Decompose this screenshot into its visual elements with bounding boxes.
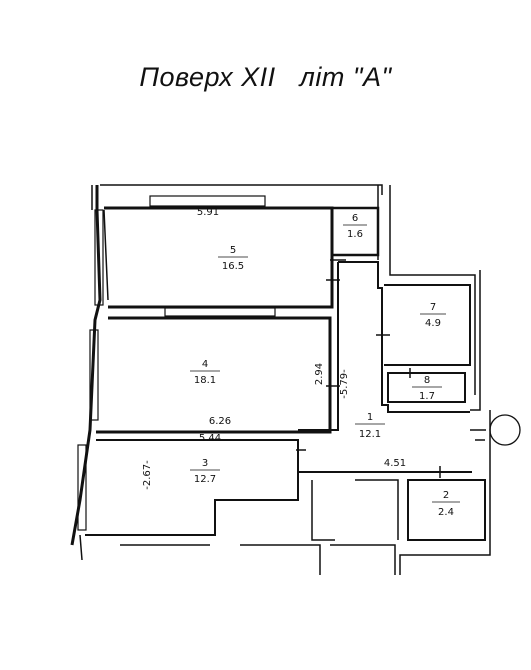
room-3-number: 3 <box>202 458 208 469</box>
corridor-width-dimension: 4.51 <box>384 458 406 469</box>
room-1-number: 1 <box>367 412 373 423</box>
room-1-area: 12.1 <box>359 429 381 440</box>
room-6-number: 6 <box>352 213 358 224</box>
room-7-area: 4.9 <box>425 318 441 329</box>
room-4-number: 4 <box>202 359 208 370</box>
room-5-width-dimension: 5.91 <box>197 207 219 218</box>
room-2-number: 2 <box>443 490 449 501</box>
windows <box>77 195 276 531</box>
doors <box>296 259 486 478</box>
room-7-number: 7 <box>430 302 436 313</box>
dimension-labels: 5.91 6.26 5.44 4.51 2.94 -5.79- -2.67- <box>142 207 406 490</box>
room-4-depth-dimension: 2.94 <box>314 363 325 385</box>
room-2-area: 2.4 <box>438 507 454 518</box>
room-4-area: 18.1 <box>194 375 216 386</box>
interior-walls <box>85 206 486 541</box>
room-labels: 5 16.5 4 18.1 3 12.7 6 1.6 7 4.9 8 1.7 1… <box>190 213 460 518</box>
room-8-number: 8 <box>424 375 430 386</box>
room-3-area: 12.7 <box>194 474 216 485</box>
room-6-area: 1.6 <box>347 229 363 240</box>
room-5-number: 5 <box>230 245 236 256</box>
corridor-depth-dimension: -5.79- <box>339 369 350 399</box>
room-3-depth-dimension: -2.67- <box>142 460 153 490</box>
room-3-width-dimension: 5.44 <box>199 433 221 444</box>
room-5-area: 16.5 <box>222 261 244 272</box>
room-8-area: 1.7 <box>419 391 435 402</box>
stair-marker-icon <box>489 414 521 446</box>
room-4-width-dimension: 6.26 <box>209 416 231 427</box>
floor-plan-title: Поверх XII літ "А" <box>139 62 392 92</box>
